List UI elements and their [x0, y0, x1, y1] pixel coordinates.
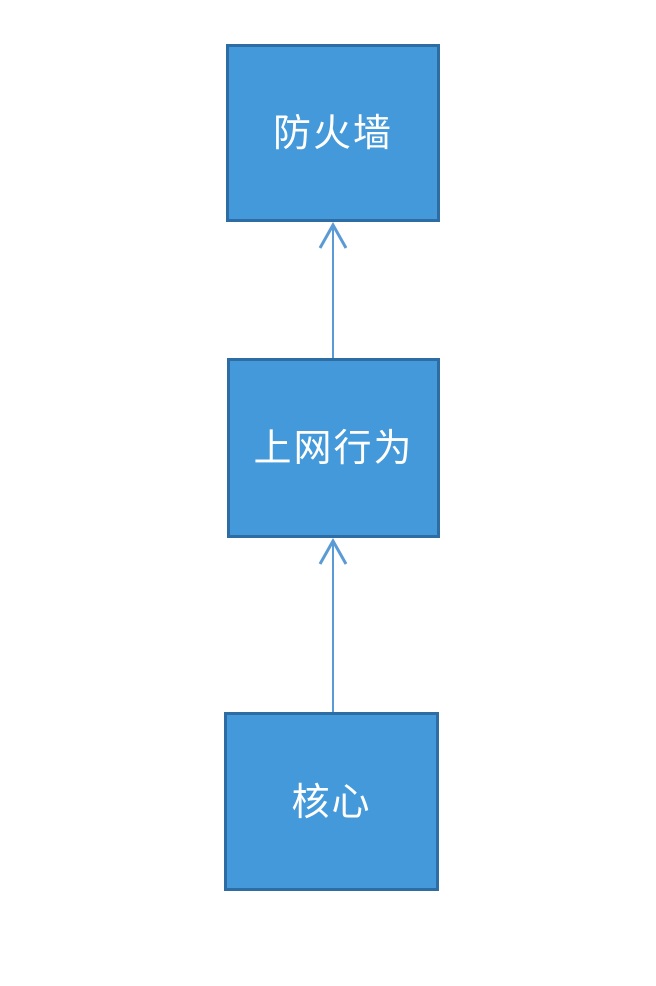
arrowhead-up-icon [318, 222, 348, 249]
node-internet-behavior-label: 上网行为 [253, 426, 414, 470]
arrowhead-up-icon [318, 538, 348, 565]
connector-internet-behavior-to-firewall [318, 222, 348, 358]
connector-core-to-internet-behavior [318, 538, 348, 712]
node-core-label: 核心 [291, 779, 372, 824]
node-core: 核心 [224, 712, 439, 891]
node-firewall: 防火墙 [226, 44, 440, 222]
node-internet-behavior: 上网行为 [227, 358, 440, 538]
node-firewall-label: 防火墙 [272, 111, 393, 155]
